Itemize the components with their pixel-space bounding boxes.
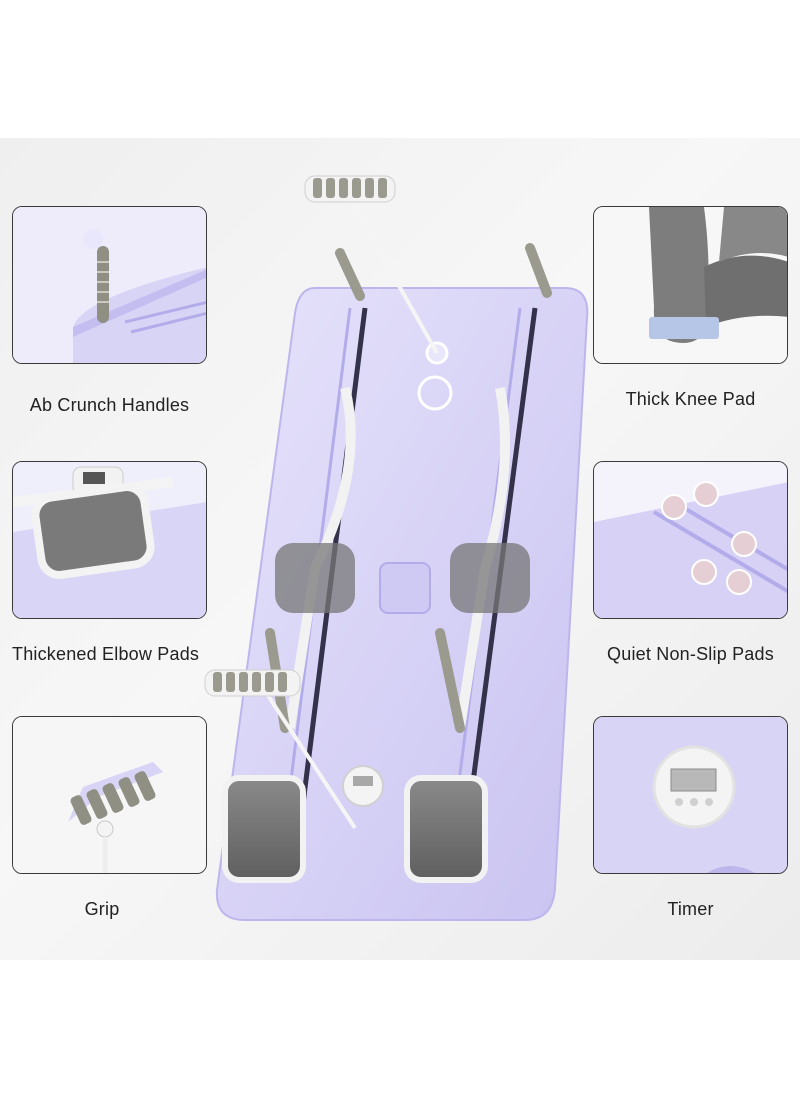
thickened-elbow-pads-photo [13, 462, 206, 618]
ab-board-illustration [204, 175, 589, 921]
card-thickened-elbow-pads [12, 461, 207, 619]
knee-pad-photo [649, 317, 719, 339]
elbow-pad-right [450, 543, 530, 613]
timer-photo [594, 717, 787, 873]
knee-pad-left [222, 775, 306, 883]
elbow-pad-photo [31, 483, 155, 579]
caption-ab-crunch-handles: Ab Crunch Handles [29, 395, 190, 415]
knee-pad-right [404, 775, 488, 883]
caption-thickened-elbow-pads: Thickened Elbow Pads [12, 644, 200, 664]
quiet-non-slip-pads-photo [594, 462, 787, 618]
caption-thick-knee-pad: Thick Knee Pad [625, 389, 756, 409]
grip-photo [13, 717, 206, 873]
card-timer [593, 716, 788, 874]
card-grip [12, 716, 207, 874]
thick-knee-pad-photo [594, 207, 787, 363]
ab-crunch-handles-photo [13, 207, 206, 363]
card-thick-knee-pad [593, 206, 788, 364]
card-ab-crunch-handles [12, 206, 207, 364]
product-image-canvas: Ab Crunch Handles Thick Knee Pad Thicken… [0, 138, 800, 960]
elbow-pad-left [275, 543, 355, 613]
caption-timer: Timer [667, 899, 714, 919]
caption-grip: Grip [84, 899, 120, 919]
card-quiet-non-slip-pads [593, 461, 788, 619]
caption-quiet-non-slip-pads: Quiet Non-Slip Pads [607, 644, 774, 664]
